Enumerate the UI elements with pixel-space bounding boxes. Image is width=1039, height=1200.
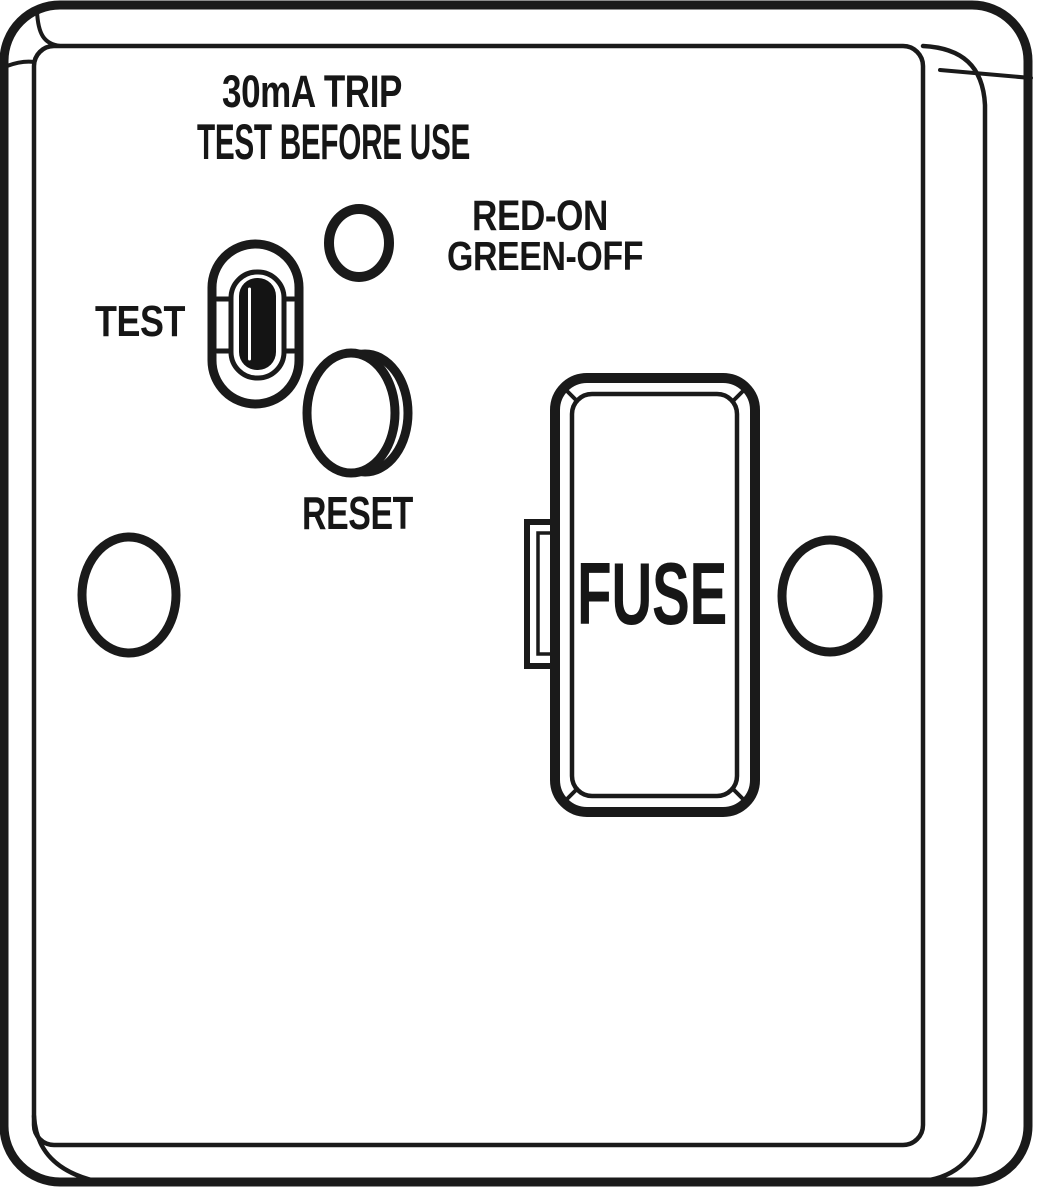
trip-rating-label: 30mA TRIP <box>222 66 402 117</box>
neon-indicator-lamp <box>324 204 394 282</box>
screw-hole-right <box>777 535 883 657</box>
test-instruction-label: TEST BEFORE USE <box>197 114 470 170</box>
test-button-cap[interactable] <box>239 278 276 370</box>
fuse-miter-bottom-left <box>561 787 579 805</box>
reset-label: RESET <box>302 487 413 539</box>
fuse-miter-top-right <box>731 385 749 403</box>
plate-miter-top-left <box>35 9 62 48</box>
test-button[interactable] <box>207 239 304 409</box>
fuse-carrier[interactable]: FUSE <box>524 373 760 817</box>
fuse-miter-top-left <box>561 385 579 403</box>
plate-bevel-bottom-left <box>31 1113 98 1184</box>
reset-button[interactable] <box>302 348 413 478</box>
reset-button-face[interactable] <box>302 348 400 478</box>
plate-bevel-right <box>920 43 988 1183</box>
fuse-carrier-inner-line <box>569 391 740 799</box>
indicator-legend-green-label: GREEN-OFF <box>447 233 643 279</box>
plate-miter-left-top <box>5 59 36 68</box>
plate-miter-top-right <box>938 68 1033 80</box>
indicator-legend-red-label: RED-ON <box>472 192 608 240</box>
fuse-label: FUSE <box>577 544 727 643</box>
fuse-miter-bottom-right <box>731 787 749 805</box>
fuse-carrier-body[interactable] <box>550 373 760 817</box>
plate-face-edge <box>31 43 926 1148</box>
screw-hole-left <box>77 532 181 658</box>
test-label: TEST <box>95 297 186 346</box>
